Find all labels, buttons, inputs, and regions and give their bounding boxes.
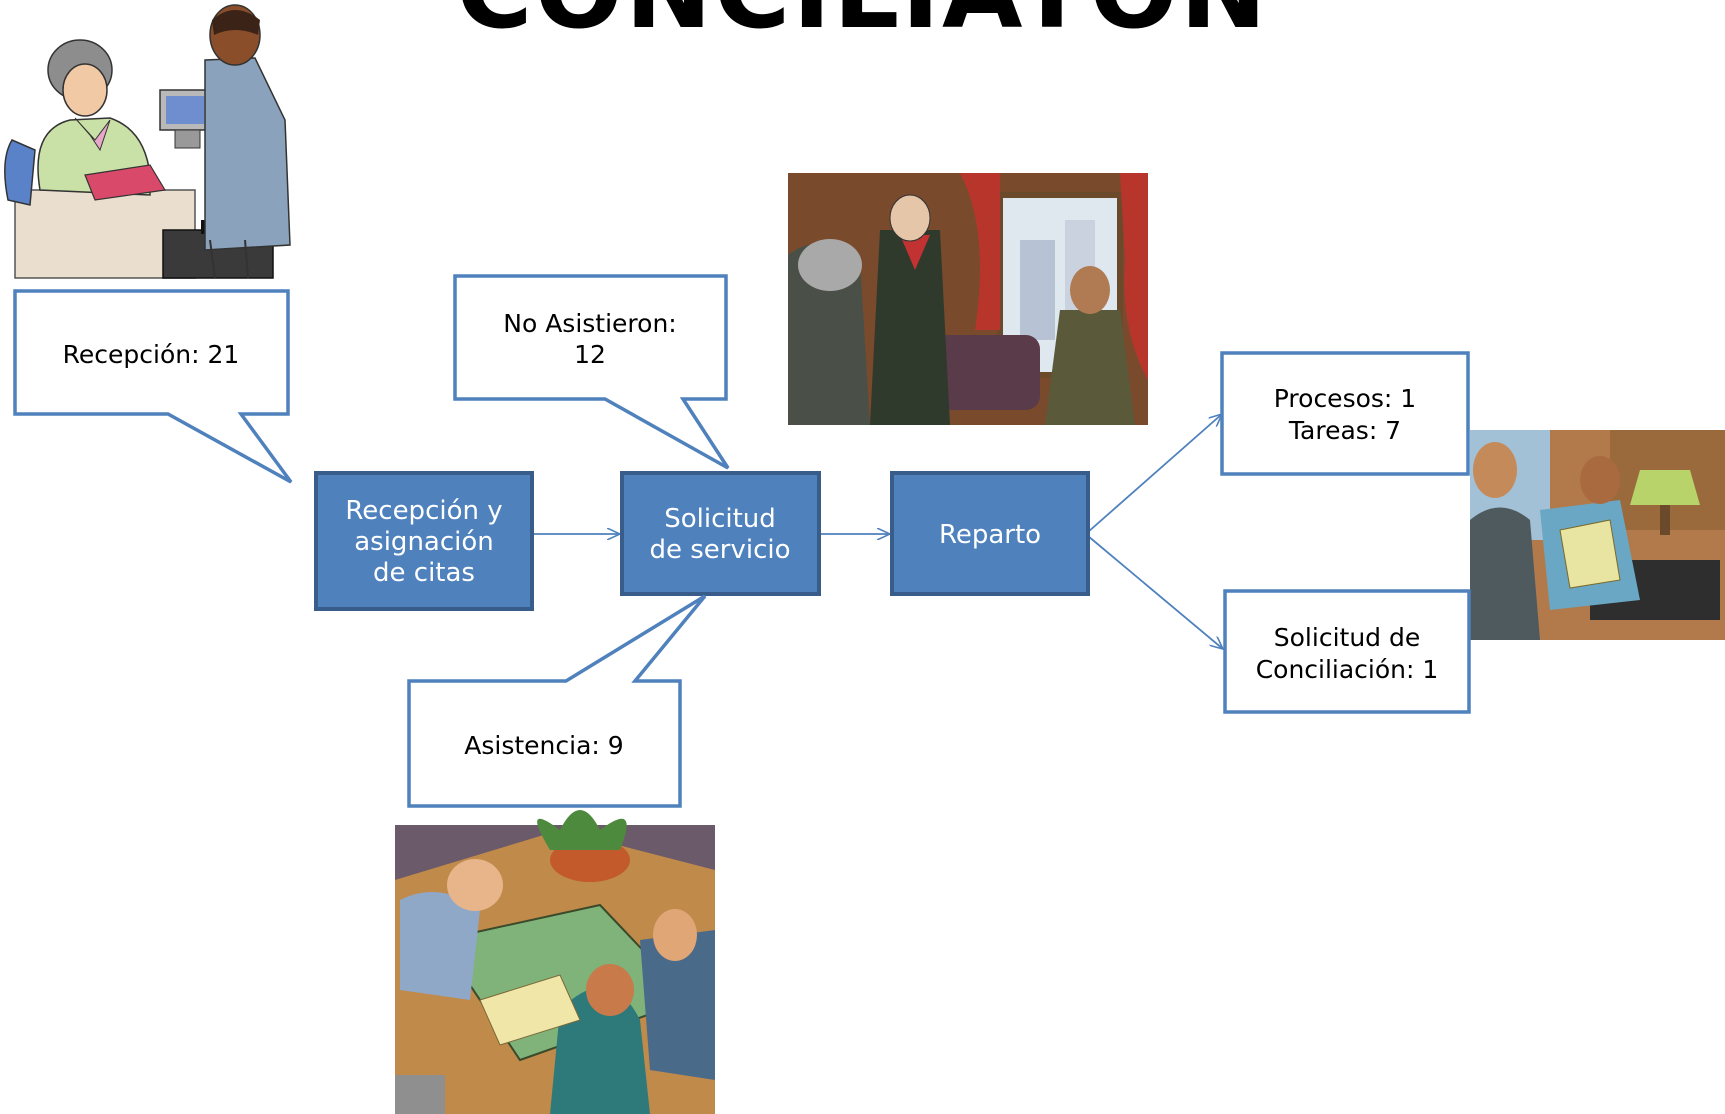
table-meeting-image [395, 810, 715, 1114]
process-box-recepcion: Recepción y asignación de citas [314, 471, 534, 611]
callout-no-asistieron: No Asistieron: 12 [453, 274, 730, 470]
page-title: CONCILIATON [0, 0, 1725, 52]
callout-conciliacion-line-2: Conciliación: 1 [1256, 655, 1439, 684]
arrow-reparto-procesos [1087, 414, 1222, 533]
receptionist-image [4, 4, 291, 279]
callout-conciliacion-line-1: Solicitud de [1274, 623, 1420, 652]
arrow-reparto-conciliacion [1087, 535, 1223, 649]
process-recepcion-line-3: de citas [373, 558, 475, 588]
process-recepcion-line-2: asignación [354, 527, 494, 557]
callout-procesos: Procesos: 1 Tareas: 7 [1220, 351, 1470, 476]
process-box-solicitud: Solicitud de servicio [620, 471, 821, 596]
process-recepcion-line-1: Recepción y [345, 496, 502, 526]
callout-recepcion: Recepción: 21 [13, 289, 293, 484]
process-reparto-label: Reparto [939, 520, 1041, 550]
client-consultation-image [1470, 430, 1725, 640]
callout-no-asistieron-line-2: 12 [574, 340, 606, 369]
connectors [532, 414, 1223, 649]
callout-solicitud-conciliacion: Solicitud de Conciliación: 1 [1223, 589, 1471, 714]
process-solicitud-line-2: de servicio [649, 535, 790, 565]
callout-procesos-line-2: Tareas: 7 [1288, 416, 1401, 445]
callout-procesos-line-1: Procesos: 1 [1274, 384, 1416, 413]
callout-asistencia: Asistencia: 9 [407, 594, 707, 808]
process-box-reparto: Reparto [890, 471, 1090, 596]
office-meeting-image [788, 173, 1148, 425]
process-solicitud-line-1: Solicitud [664, 504, 776, 534]
callout-no-asistieron-line-1: No Asistieron: [503, 309, 676, 338]
callout-asistencia-text: Asistencia: 9 [464, 731, 623, 760]
callout-recepcion-text: Recepción: 21 [63, 340, 240, 369]
